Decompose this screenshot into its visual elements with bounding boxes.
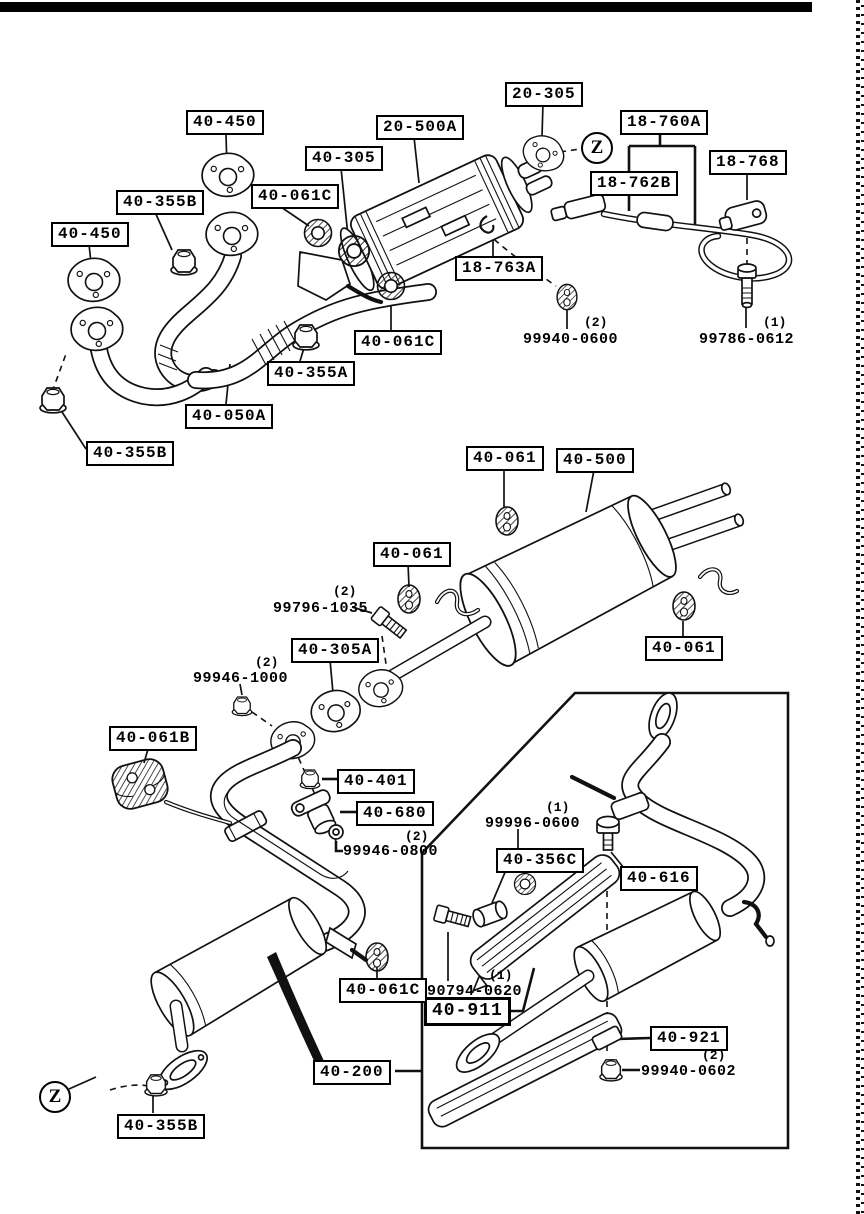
heat-shield-40-911 [469,854,621,993]
accelerator-cable-drawing [550,193,793,282]
part-label-40-061B[interactable]: 40-061B [109,726,198,751]
washer-99946-0800 [328,824,344,840]
hanger-grommet-40-061-right [672,591,696,621]
cable-clip-18-763A [479,215,495,234]
qty-99796-1035: (2) [333,584,357,599]
front-pipe-drawing [64,149,437,407]
ring-gasket-40-061C [303,218,333,248]
part-label-40-450-left[interactable]: 40-450 [51,222,129,247]
part-label-40-680[interactable]: 40-680 [356,801,434,826]
main-muffler-drawing [383,482,745,684]
detail-inset-box [420,691,790,1150]
part-label-40-305[interactable]: 40-305 [305,146,383,171]
qty-99786-0612: (1) [763,315,787,330]
nut-40-355B [170,249,198,276]
middle-pipe-drawing [150,739,369,1091]
part-label-40-061-right[interactable]: 40-061 [645,636,723,661]
nut-40-401 [299,769,321,790]
inset-rear-section-drawing [427,692,775,1128]
bolt-40-616 [596,815,620,851]
part-label-40-450-top[interactable]: 40-450 [186,110,264,135]
part-number-99796-1035: 99796-1035 [273,600,369,617]
qty-99940-0602: (2) [702,1048,726,1063]
scan-top-border [0,2,812,12]
part-label-18-762B[interactable]: 18-762B [590,171,679,196]
qty-99946-0800: (2) [405,829,429,844]
part-label-40-355B-top[interactable]: 40-355B [116,190,205,215]
part-label-18-763A[interactable]: 18-763A [455,256,544,281]
nut-40-355B-2 [39,387,67,414]
callout-swoosh [267,952,324,1067]
part-label-18-760A[interactable]: 18-760A [620,110,709,135]
hanger-grommet-40-061-mid [397,584,421,614]
bolt-90794-0620 [432,904,473,931]
part-label-40-500[interactable]: 40-500 [556,448,634,473]
part-number-99996-0600: 99996-0600 [485,815,581,832]
nut-99946-1000 [231,696,253,717]
donut-gasket-40-305 [337,234,371,268]
qty-90794-0620: (1) [489,968,513,983]
part-label-40-616[interactable]: 40-616 [620,866,698,891]
part-number-90794-0620: 90794-0620 [427,983,523,1000]
part-label-40-061C-mid[interactable]: 40-061C [354,330,443,355]
gasket-40-305A [305,684,366,738]
part-label-40-200[interactable]: 40-200 [313,1060,391,1085]
part-label-18-768[interactable]: 18-768 [709,150,787,175]
part-label-40-061-mid[interactable]: 40-061 [373,542,451,567]
part-label-40-050A[interactable]: 40-050A [185,404,274,429]
qty-99940-0600: (2) [584,315,608,330]
part-label-40-061-left[interactable]: 40-061 [466,446,544,471]
nut-40-355A [292,324,320,351]
part-label-20-305[interactable]: 20-305 [505,82,583,107]
part-label-40-061C-top[interactable]: 40-061C [251,184,340,209]
part-label-40-921[interactable]: 40-921 [650,1026,728,1051]
bellows-ticks [157,320,299,371]
pipe-bracket [297,250,352,301]
scan-edge-artifacts [850,0,864,1214]
nut-99940-0602 [599,1059,623,1082]
part-label-40-355B-mid[interactable]: 40-355B [86,441,175,466]
catalytic-converter-drawing [339,154,553,292]
part-number-99940-0602: 99940-0602 [641,1063,737,1080]
screw-99786-0612 [737,263,757,309]
grommet-40-061C-bottom [365,942,389,972]
ring-99996-0600 [513,872,537,896]
part-label-40-305A[interactable]: 40-305A [291,638,380,663]
ring-gasket-40-061C-2 [376,271,406,301]
qty-99946-1000: (2) [255,655,279,670]
grommet-99940-0600 [556,283,578,311]
part-number-99946-0800: 99946-0800 [343,843,439,860]
part-label-40-911[interactable]: 40-911 [424,997,511,1026]
heat-shield-40-921 [427,1012,623,1128]
qty-99996-0600: (1) [546,800,570,815]
isolator-40-061B [111,758,169,810]
part-label-40-356C[interactable]: 40-356C [496,848,585,873]
part-number-99940-0600: 99940-0600 [523,331,619,348]
part-label-40-401[interactable]: 40-401 [337,769,415,794]
hanger-40-680 [290,789,337,835]
part-number-99786-0612: 99786-0612 [699,331,795,348]
bracket-18-768 [718,200,768,231]
part-label-20-500A[interactable]: 20-500A [376,115,465,140]
view-marker-z-top: Z [581,132,613,164]
part-label-40-061C-bot[interactable]: 40-061C [339,978,428,1003]
part-label-40-355A[interactable]: 40-355A [267,361,356,386]
part-number-99946-1000: 99946-1000 [193,670,289,687]
view-marker-z-bottom: Z [39,1081,71,1113]
hanger-grommet-40-061 [495,506,519,536]
nut-40-355B-bottom [144,1074,168,1097]
part-label-40-355B-bot[interactable]: 40-355B [117,1114,206,1139]
sleeve-40-356C [472,900,508,928]
